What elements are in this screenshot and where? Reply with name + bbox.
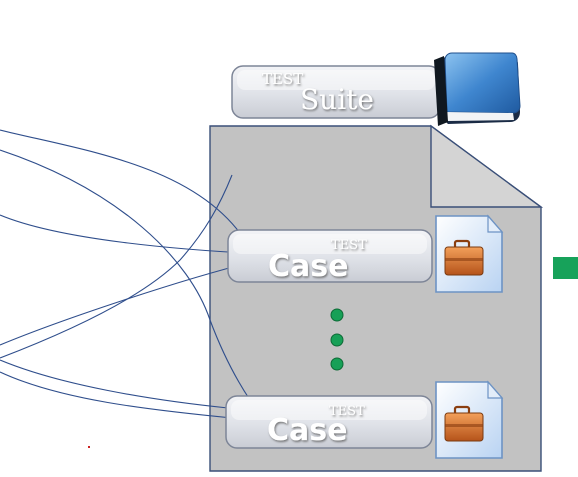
connector-line — [0, 149, 251, 401]
connector-lines — [0, 129, 265, 419]
case-label: Case — [268, 249, 348, 284]
ellipsis-dot — [330, 357, 344, 371]
case-tag-2: TEST Case — [225, 395, 433, 449]
case-label-small: TEST — [331, 238, 367, 253]
briefcase-document-icon — [435, 380, 504, 459]
ellipsis-dots — [330, 308, 344, 371]
case-label: Case — [267, 413, 347, 448]
suite-tag: TEST Suite — [231, 65, 441, 119]
connector-line — [0, 371, 233, 419]
page-fold — [430, 124, 544, 208]
red-mark — [88, 446, 90, 448]
connector-line — [0, 174, 233, 359]
ellipsis-dot — [330, 333, 344, 347]
blue-book-icon — [434, 52, 521, 126]
briefcase-document-icon — [435, 214, 504, 293]
case-label-small: TEST — [329, 404, 365, 419]
suite-label: Suite — [300, 83, 374, 116]
connector-line — [0, 359, 229, 409]
case-tag-1: TEST Case — [227, 229, 433, 284]
suite-label-small: TEST — [262, 70, 303, 88]
ellipsis-dot — [330, 308, 344, 322]
connector-line — [0, 261, 253, 346]
green-square-marker — [553, 257, 578, 279]
connector-line — [0, 129, 249, 246]
